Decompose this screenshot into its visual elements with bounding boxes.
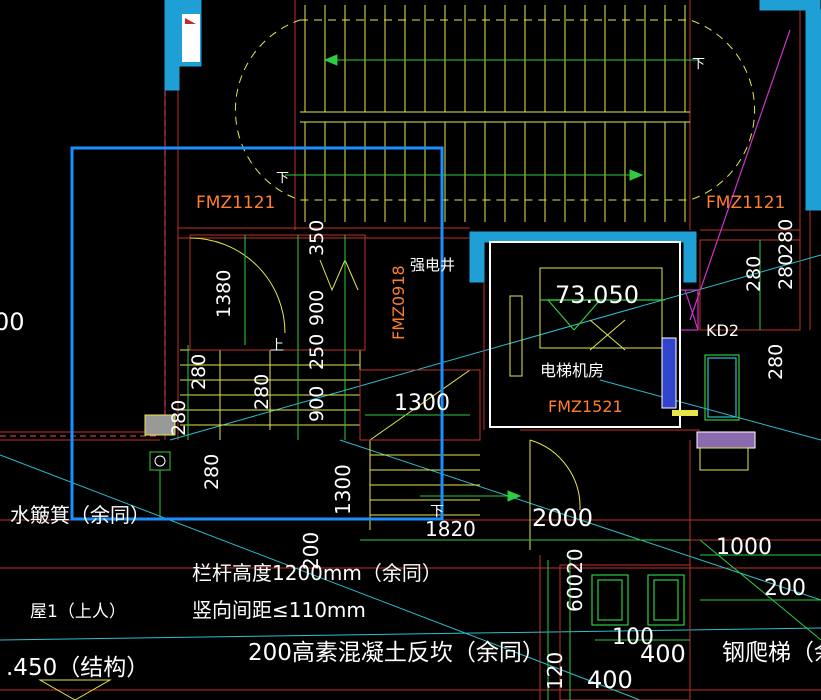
door-label-left: FMZ1121 [196,193,275,213]
door-label-machine: FMZ1521 [548,397,623,416]
dim-280g: 280 [775,254,797,290]
hatched-element [696,431,756,449]
note-gutter: 水簸箕（余同） [10,503,150,527]
note-ladder: 钢爬梯（余 [722,640,821,666]
dim-250: 250 [306,334,328,370]
dim-1300v: 1300 [331,464,355,515]
fixtures [591,354,740,626]
machine-room-label: 电梯机房 [540,361,604,380]
elevator-rails [509,295,626,377]
dim-120: 120 [543,652,567,690]
dim-900a: 900 [306,290,328,326]
level-symbol [38,679,112,700]
dim-280c: 280 [168,400,190,436]
dim-280b: 280 [251,374,273,410]
dim-100: 100 [612,625,654,650]
door-sill [672,410,698,416]
dim-900b: 900 [306,386,328,422]
wall-opening [182,14,200,62]
note-roof: 屋1（上人） [30,602,126,622]
counterweight [661,337,677,409]
dim-280h: 280 [775,219,797,255]
stair-up-label: 上 [270,338,284,354]
drain [149,451,171,471]
elevation-value: 73.050 [555,281,639,309]
dim-1000: 1000 [716,535,772,560]
stair-down-mid: 下 [276,171,289,186]
dim-280a: 280 [188,354,210,390]
dim-2000: 2000 [532,504,593,532]
elevation-marker [540,299,665,331]
elevator-shaft [489,241,681,428]
note-curb: 200高素混凝土反坎（余同） [248,640,545,666]
dim-400b: 400 [640,640,686,668]
shaft-label: 强电井 [410,256,455,274]
gutter-symbol [144,414,176,436]
note-railing-height: 栏杆高度1200mm（余同） [192,561,442,585]
stair-landing-outline [234,19,756,201]
pad [699,447,749,471]
elevator-car [539,267,663,349]
stair-down-low: 下 [430,504,444,520]
dim-200b: 200 [299,532,323,570]
dim-280e: 280 [765,344,787,380]
selection-box[interactable] [70,146,444,521]
door-label-shaft: FMZ0918 [389,265,408,340]
stair-treads-top [300,5,690,222]
kd-label: KD2 [706,321,739,340]
note-level: .450（结构） [6,655,149,681]
dim-1380: 1380 [213,270,235,318]
pink-dashed-lines [0,0,166,440]
stair-down-top: 下 [692,57,705,72]
dim-280d: 280 [201,454,223,490]
room-outlines [189,234,801,700]
dim-280f: 280 [743,256,765,292]
dim-350: 350 [306,220,328,256]
note-railing-spacing: 竖向间距≤110mm [192,598,366,622]
drain-circle [154,455,166,467]
stair-direction-arrows [285,54,700,502]
dim-400a: 400 [587,666,633,694]
doors [189,237,581,550]
wall-marker [185,18,196,24]
door-label-right: FMZ1121 [706,193,785,213]
dim-00: 00 [0,308,25,336]
dim-1300h: 1300 [394,391,450,416]
dim-200a: 200 [764,576,806,601]
dim-60020: 60020 [563,548,587,612]
dim-1820: 1820 [425,517,476,541]
stair-treads-left [180,349,480,530]
magenta-lines [679,29,791,331]
dimension-lines [187,235,821,700]
